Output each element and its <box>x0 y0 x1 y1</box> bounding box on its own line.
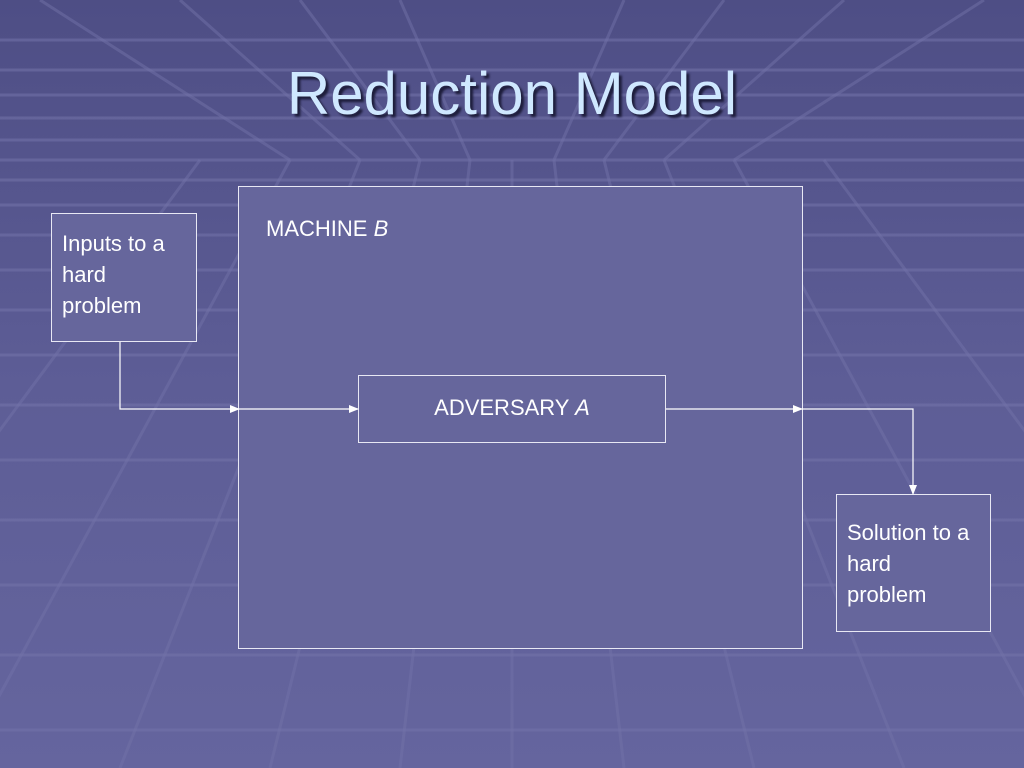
slide-title: Reduction Model <box>286 60 738 127</box>
machine-b-label: MACHINE B <box>266 216 389 241</box>
inputs-label: Inputs to a hard problem <box>62 231 165 318</box>
adversary-a-box: ADVERSARY A <box>358 375 666 443</box>
adversary-a-label: ADVERSARY A <box>434 395 590 420</box>
inputs-box: Inputs to a hard problem <box>51 213 197 342</box>
solution-box: Solution to a hard problem <box>836 494 991 632</box>
solution-label: Solution to a hard problem <box>847 520 970 607</box>
